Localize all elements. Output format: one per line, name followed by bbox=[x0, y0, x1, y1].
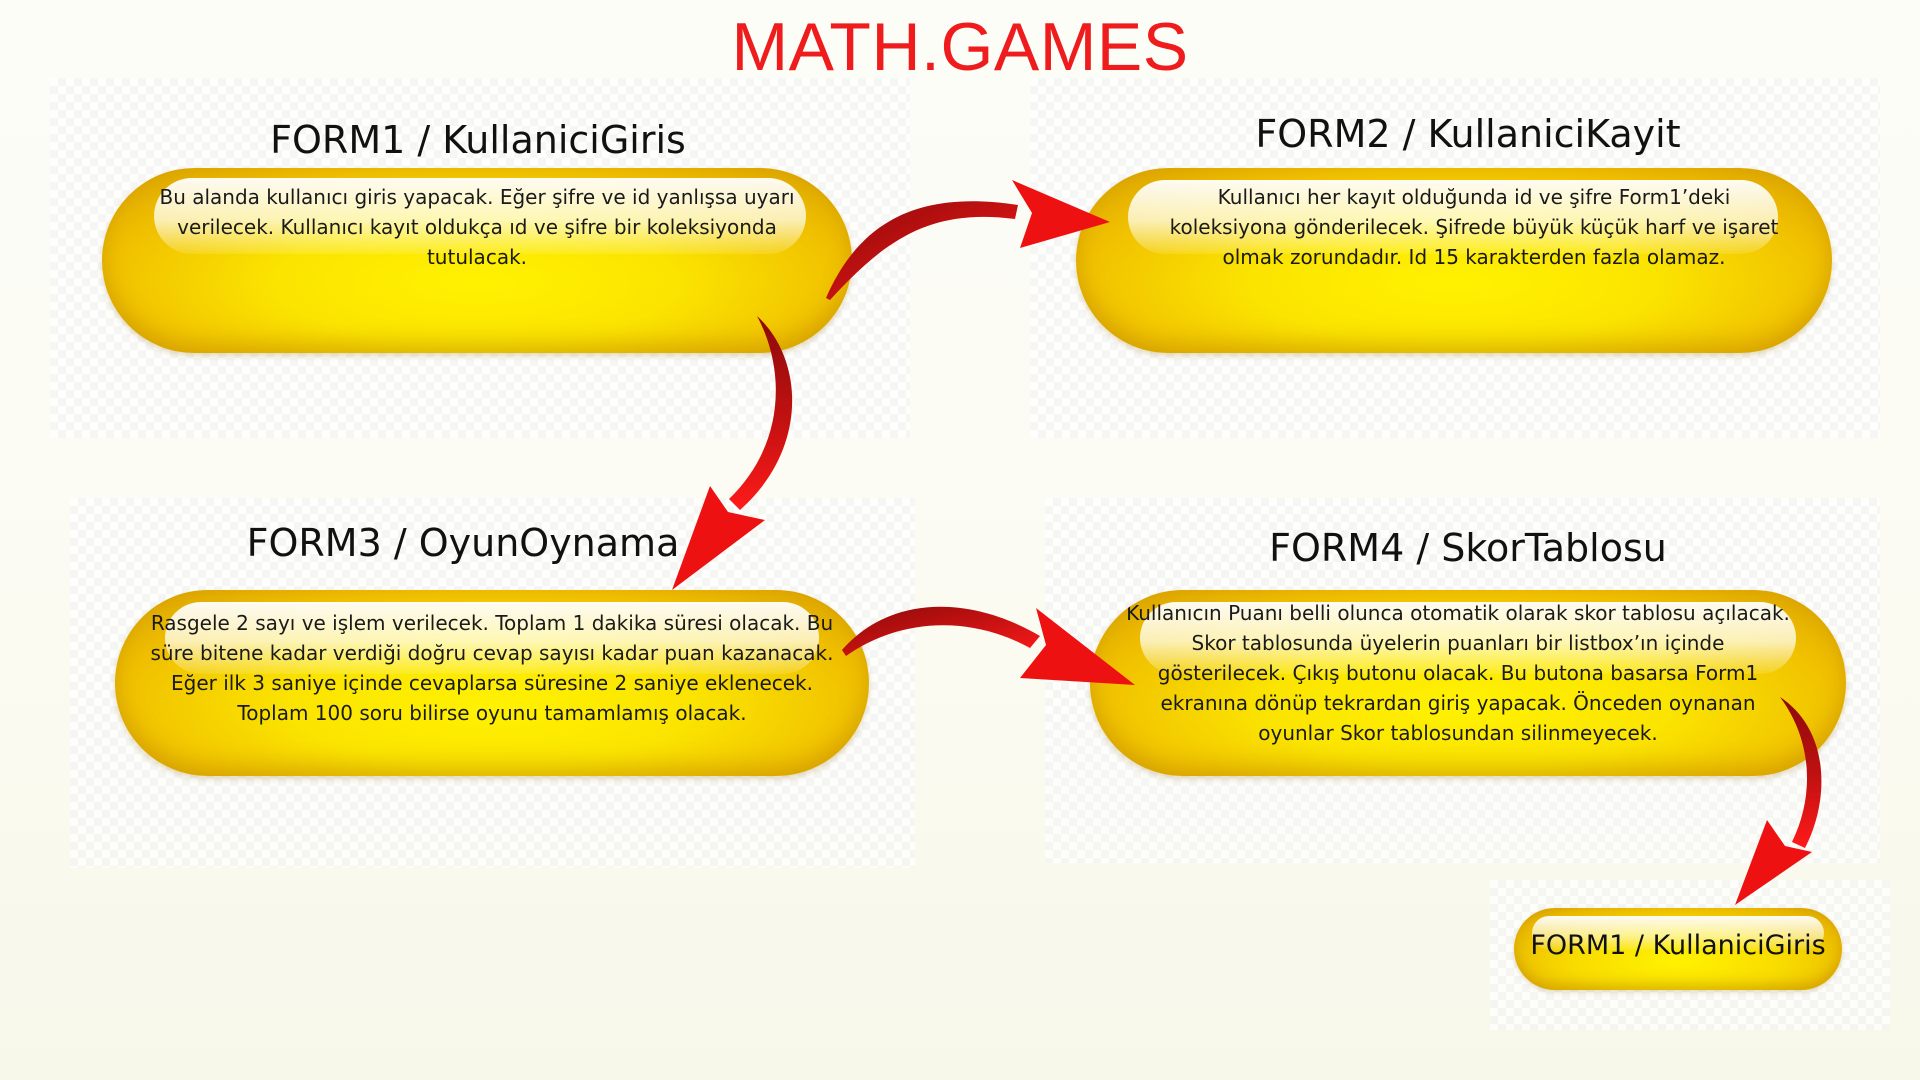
form4-description: Kullanıcın Puanı belli olunca otomatik o… bbox=[1126, 601, 1790, 745]
arrow-form1-to-form2-icon bbox=[826, 180, 1110, 300]
form3-heading: FORM3 / OyunOynama bbox=[246, 521, 680, 565]
form1-description: Bu alanda kullanıcı giris yapacak. Eğer … bbox=[159, 185, 795, 269]
arrow-form1-to-form3-icon bbox=[672, 316, 793, 590]
card-gloss bbox=[1532, 916, 1824, 950]
card-gloss bbox=[1128, 180, 1778, 254]
card-gloss bbox=[154, 178, 806, 254]
arrow-form3-to-form4-icon bbox=[842, 606, 1135, 685]
form4-heading: FORM4 / SkorTablosu bbox=[1269, 526, 1667, 570]
card-gloss bbox=[165, 602, 819, 674]
form2-heading: FORM2 / KullaniciKayit bbox=[1255, 112, 1681, 156]
form3-description: Rasgele 2 sayı ve işlem verilecek. Topla… bbox=[150, 611, 834, 725]
form1-card: Bu alanda kullanıcı giris yapacak. Eğer … bbox=[102, 168, 852, 353]
page-title: MATH.GAMES bbox=[731, 9, 1189, 85]
form3-card: Rasgele 2 sayı ve işlem verilecek. Topla… bbox=[115, 590, 869, 776]
arrow-form4-to-return-icon bbox=[1735, 697, 1822, 905]
form1-heading: FORM1 / KullaniciGiris bbox=[270, 118, 686, 162]
card-gloss bbox=[1140, 602, 1796, 674]
form4-card: Kullanıcın Puanı belli olunca otomatik o… bbox=[1090, 590, 1846, 776]
return-to-form1-card: FORM1 / KullaniciGiris bbox=[1514, 908, 1842, 990]
form2-card: Kullanıcı her kayıt olduğunda id ve şifr… bbox=[1076, 168, 1832, 353]
form2-description: Kullanıcı her kayıt olduğunda id ve şifr… bbox=[1169, 185, 1779, 269]
return-to-form1-label: FORM1 / KullaniciGiris bbox=[1530, 930, 1826, 961]
